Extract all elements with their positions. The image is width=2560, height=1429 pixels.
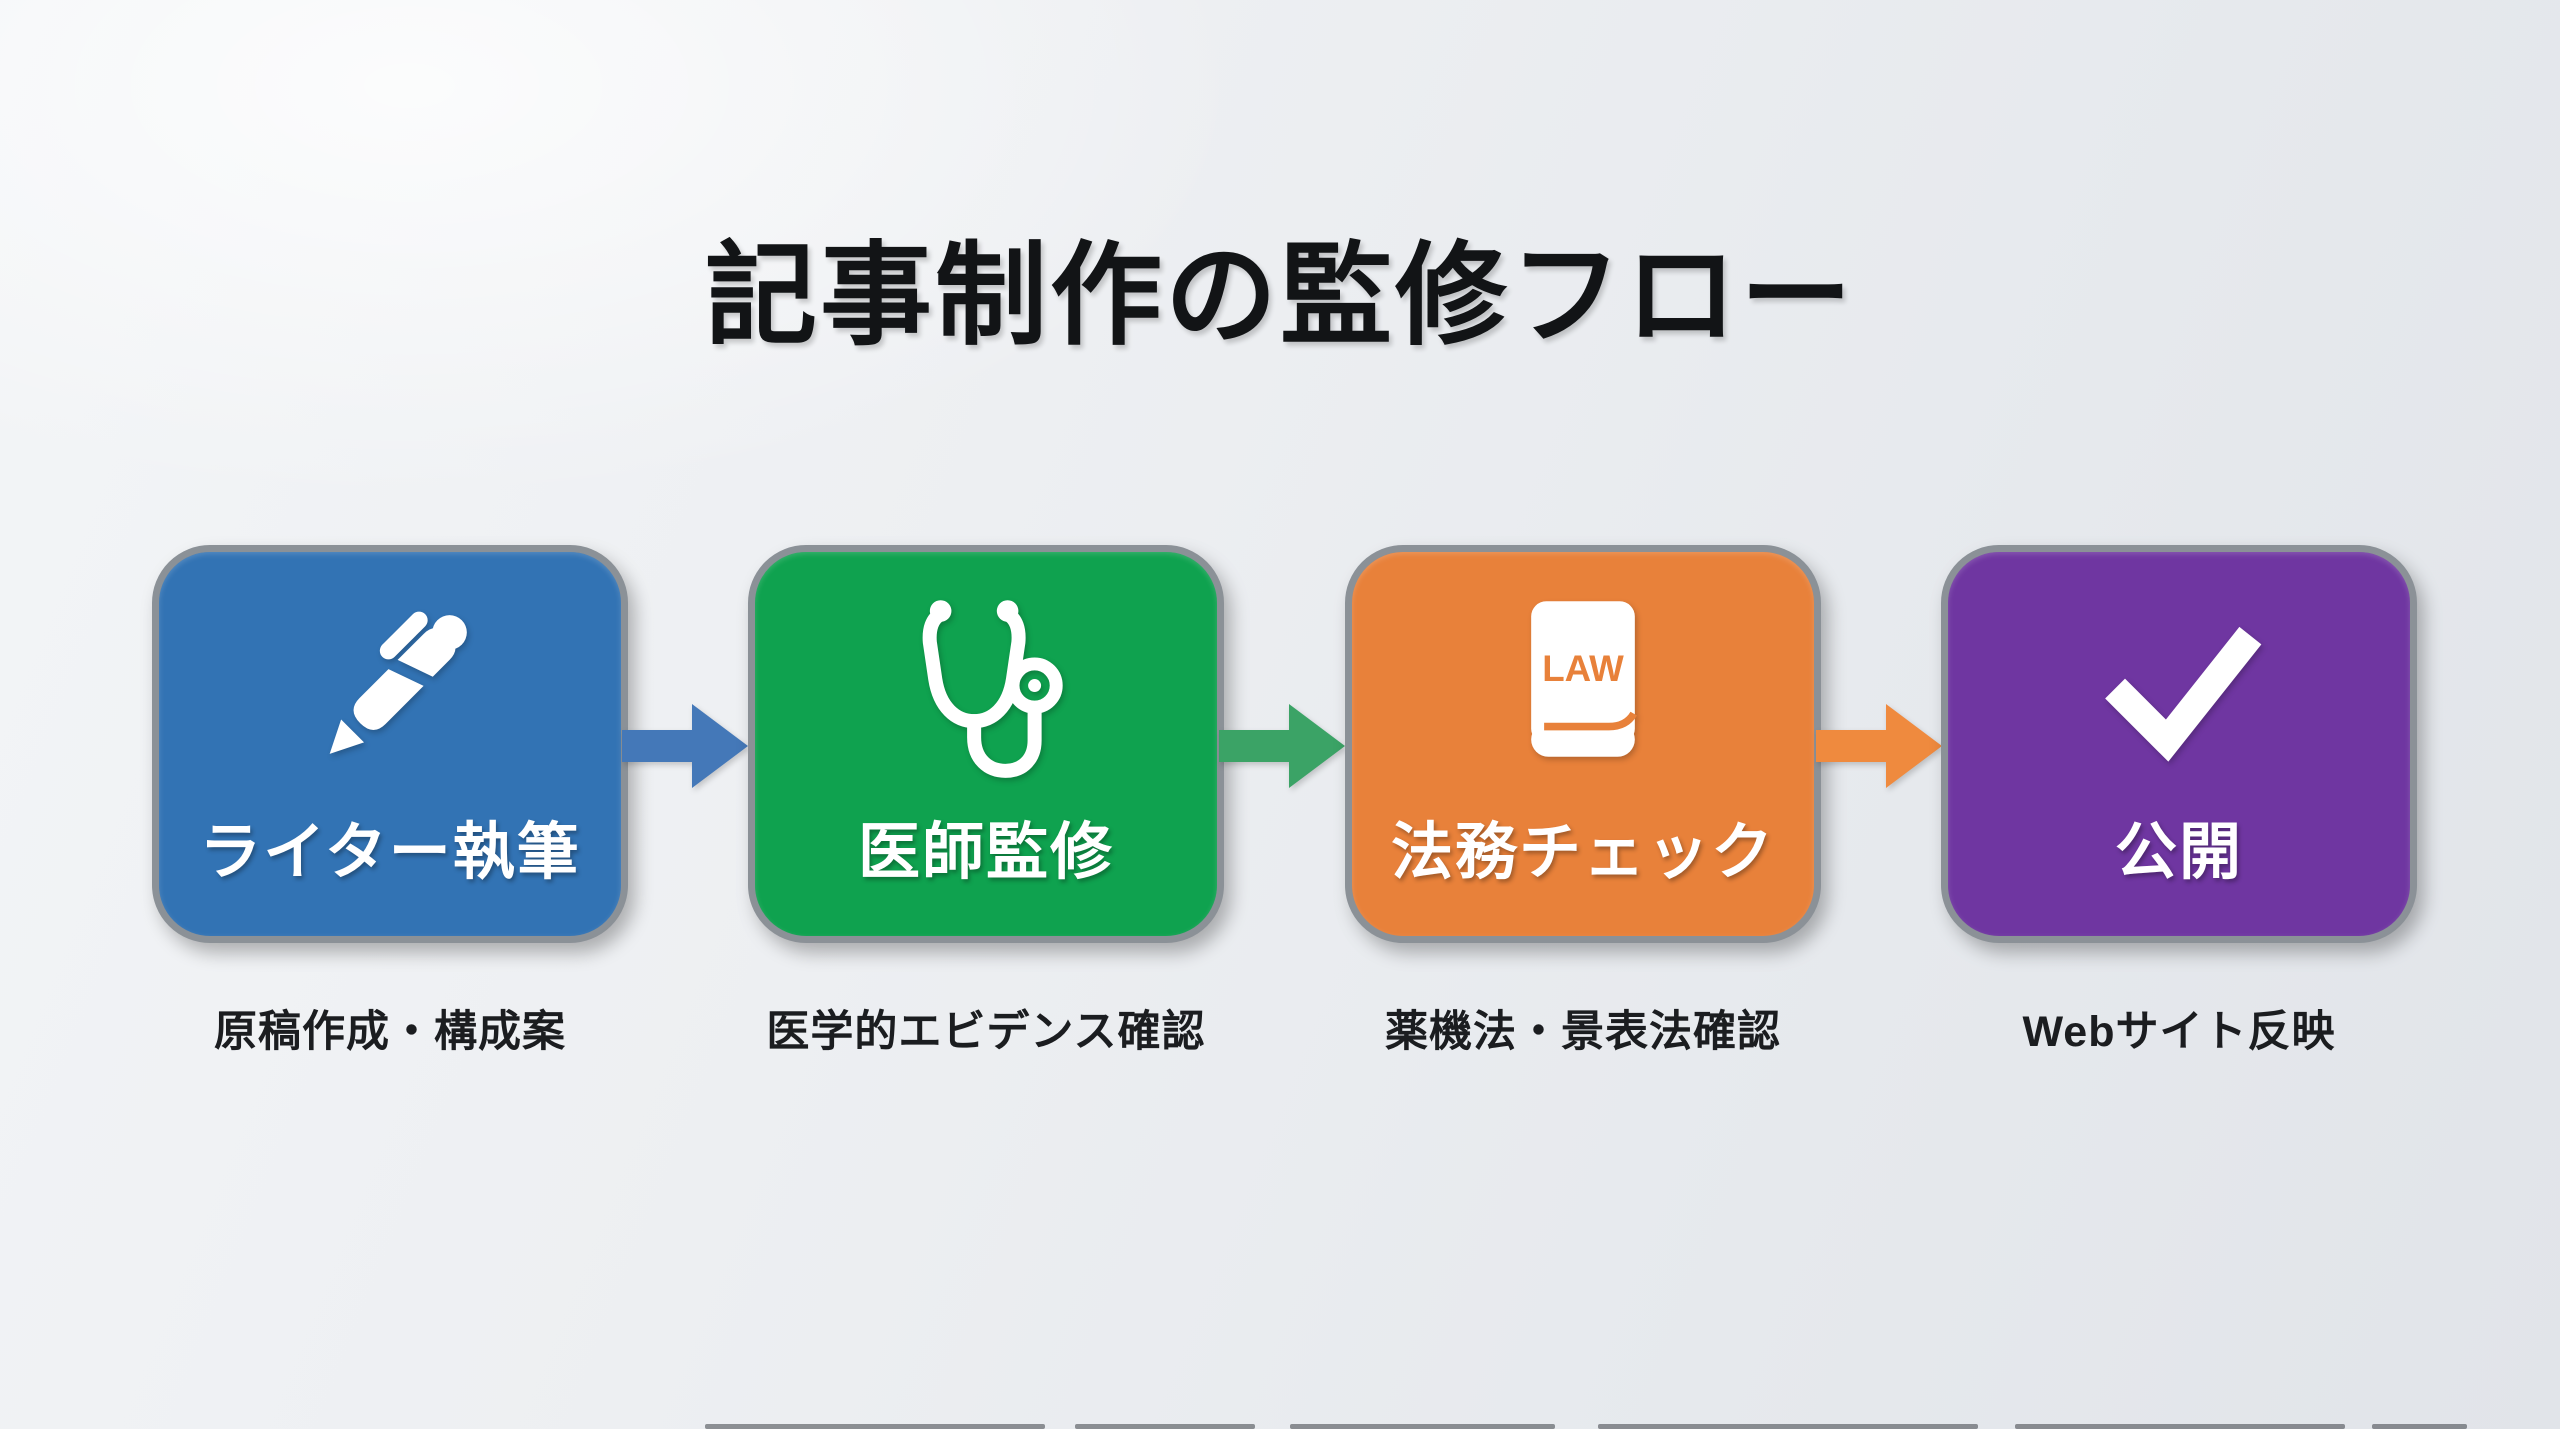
publish-box: 公開 xyxy=(1941,545,2417,943)
flow-step-doctor: 医師監修 医学的エビデンス確認 xyxy=(748,545,1224,1056)
page-title: 記事制作の監修フロー xyxy=(705,233,1855,358)
writer-box: ライター執筆 xyxy=(152,545,628,943)
legal-label: 法務チェック xyxy=(1390,818,1775,887)
writer-caption: 原稿作成・構成案 xyxy=(214,1008,566,1056)
checkmark-icon xyxy=(2105,626,2262,762)
legal-box: LAW 法務チェック xyxy=(1345,545,1821,943)
flow-step-publish: 公開 Webサイト反映 xyxy=(1941,545,2417,1056)
bottom-edge-artifact xyxy=(1598,1424,1978,1429)
law-book-icon: LAW xyxy=(1531,601,1638,757)
arrow-right-icon xyxy=(1816,704,1942,788)
arrow-right-icon xyxy=(1219,704,1345,788)
bottom-edge-artifact xyxy=(705,1424,1045,1429)
arrow-right-icon xyxy=(622,704,748,788)
flow-step-writer: ライター執筆 原稿作成・構成案 xyxy=(152,545,628,1056)
publish-label: 公開 xyxy=(2114,818,2243,887)
legal-caption: 薬機法・景表法確認 xyxy=(1385,1008,1781,1056)
doctor-label: 医師監修 xyxy=(857,818,1114,887)
writer-label: ライター執筆 xyxy=(199,818,581,887)
law-book-text: LAW xyxy=(1542,648,1624,689)
pen-icon xyxy=(329,611,467,754)
bottom-edge-artifact xyxy=(2372,1424,2467,1429)
bottom-edge-artifact xyxy=(1075,1424,1255,1429)
publish-caption: Webサイト反映 xyxy=(2022,1008,2336,1056)
bottom-edge-artifact xyxy=(1290,1424,1555,1429)
stethoscope-icon xyxy=(922,600,1063,778)
doctor-caption: 医学的エビデンス確認 xyxy=(766,1008,1206,1056)
flow-step-legal: LAW 法務チェック 薬機法・景表法確認 xyxy=(1345,545,1821,1056)
doctor-box: 医師監修 xyxy=(748,545,1224,943)
bottom-edge-artifact xyxy=(2015,1424,2345,1429)
